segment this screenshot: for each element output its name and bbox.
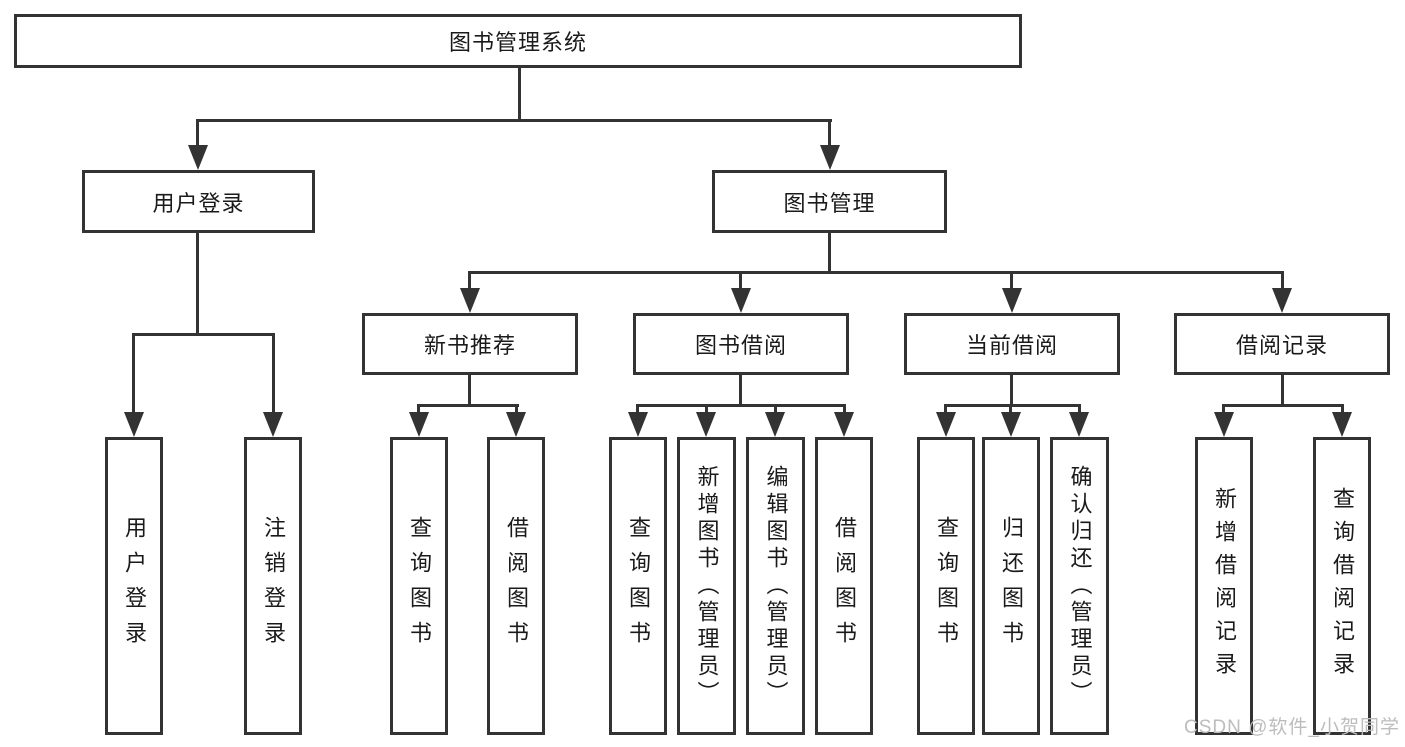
arrow-down-icon xyxy=(1002,288,1022,313)
node-borrow-record-label: 借阅记录 xyxy=(1235,333,1328,358)
leaf-query-book-newbook: 查询图书 xyxy=(390,437,448,735)
arrow-down-icon xyxy=(1069,412,1089,437)
connector-line xyxy=(774,404,777,416)
connector-line xyxy=(1010,271,1013,291)
node-book-borrow-label: 图书借阅 xyxy=(694,333,787,358)
connector-line xyxy=(944,404,947,416)
leaf-confirm-return-admin: 确认归还（管理员） xyxy=(1050,437,1109,735)
connector-line xyxy=(196,233,199,336)
arrow-down-icon xyxy=(1214,412,1234,437)
node-new-book: 新书推荐 xyxy=(362,313,578,375)
csdn-watermark: CSDN @软件_小贺同学 xyxy=(1184,717,1400,738)
connector-line xyxy=(739,375,742,407)
connector-line xyxy=(1281,375,1284,407)
leaf-return-book: 归还图书 xyxy=(982,437,1040,735)
arrow-down-icon xyxy=(936,412,956,437)
connector-line xyxy=(1222,404,1344,407)
node-root-label: 图书管理系统 xyxy=(448,30,587,55)
leaf-borrow-book-newbook: 借阅图书 xyxy=(487,437,545,735)
connector-line xyxy=(417,404,420,416)
connector-line xyxy=(518,68,521,121)
leaf-label: 确认归还（管理员） xyxy=(1067,464,1093,708)
leaf-label: 借阅图书 xyxy=(832,516,857,656)
arrow-down-icon xyxy=(460,288,480,313)
leaf-label: 归还图书 xyxy=(999,516,1024,656)
node-borrow-record: 借阅记录 xyxy=(1174,313,1390,375)
connector-line xyxy=(828,119,831,149)
leaf-label: 查询图书 xyxy=(626,516,651,656)
arrow-down-icon xyxy=(1332,412,1352,437)
node-book-borrow: 图书借阅 xyxy=(633,313,849,375)
arrow-down-icon xyxy=(409,412,429,437)
node-current-borrow: 当前借阅 xyxy=(904,313,1120,375)
arrow-down-icon xyxy=(820,145,840,170)
node-user-login-label: 用户登录 xyxy=(152,190,245,216)
connector-line xyxy=(515,404,518,416)
connector-line xyxy=(468,271,471,291)
connector-line xyxy=(944,404,1081,407)
connector-line xyxy=(272,333,275,415)
arrow-down-icon xyxy=(124,412,144,437)
arrow-down-icon xyxy=(628,412,648,437)
connector-line xyxy=(468,271,1284,274)
node-root: 图书管理系统 xyxy=(14,14,1022,68)
leaf-user-login: 用户登录 xyxy=(105,437,163,735)
node-current-borrow-label: 当前借阅 xyxy=(965,333,1058,358)
leaf-add-book-admin: 新增图书（管理员） xyxy=(677,437,736,735)
connector-line xyxy=(417,404,519,407)
connector-line xyxy=(1281,271,1284,291)
arrow-down-icon xyxy=(731,288,751,313)
leaf-query-borrow-record: 查询借阅记录 xyxy=(1313,437,1371,735)
arrow-down-icon xyxy=(696,412,716,437)
leaf-logout: 注销登录 xyxy=(244,437,302,735)
connector-line xyxy=(1009,404,1012,416)
arrow-down-icon xyxy=(834,412,854,437)
connector-line xyxy=(1222,404,1225,416)
leaf-label: 查询借阅记录 xyxy=(1330,487,1355,685)
leaf-query-book-current: 查询图书 xyxy=(917,437,975,735)
node-new-book-label: 新书推荐 xyxy=(423,333,516,358)
connector-line xyxy=(1010,375,1013,407)
connector-line xyxy=(843,404,846,416)
arrow-down-icon xyxy=(1272,288,1292,313)
node-book-mgmt: 图书管理 xyxy=(712,170,947,233)
leaf-edit-book-admin: 编辑图书（管理员） xyxy=(746,437,805,735)
connector-line xyxy=(468,375,471,407)
connector-line xyxy=(636,404,639,416)
connector-line xyxy=(132,333,275,336)
connector-line xyxy=(705,404,708,416)
leaf-label: 借阅图书 xyxy=(504,516,529,656)
arrow-down-icon xyxy=(263,412,283,437)
connector-line xyxy=(196,119,832,122)
connector-line xyxy=(196,119,199,149)
leaf-label: 用户登录 xyxy=(122,516,147,656)
leaf-label: 新增借阅记录 xyxy=(1212,487,1237,685)
connector-line xyxy=(636,404,846,407)
leaf-label: 查询图书 xyxy=(407,516,432,656)
leaf-label: 注销登录 xyxy=(261,516,286,656)
connector-line xyxy=(132,333,135,415)
arrow-down-icon xyxy=(188,145,208,170)
node-user-login: 用户登录 xyxy=(82,170,315,233)
leaf-query-book-borrow: 查询图书 xyxy=(609,437,667,735)
connector-line xyxy=(1078,404,1081,416)
arrow-down-icon xyxy=(1001,412,1021,437)
connector-line xyxy=(739,271,742,291)
leaf-label: 编辑图书（管理员） xyxy=(763,464,789,708)
leaf-borrow-book-borrow: 借阅图书 xyxy=(815,437,873,735)
leaf-label: 新增图书（管理员） xyxy=(694,464,720,708)
leaf-label: 查询图书 xyxy=(934,516,959,656)
arrow-down-icon xyxy=(765,412,785,437)
connector-line xyxy=(1341,404,1344,416)
arrow-down-icon xyxy=(506,412,526,437)
connector-line xyxy=(828,233,831,274)
node-book-mgmt-label: 图书管理 xyxy=(783,190,876,216)
leaf-add-borrow-record: 新增借阅记录 xyxy=(1195,437,1253,735)
